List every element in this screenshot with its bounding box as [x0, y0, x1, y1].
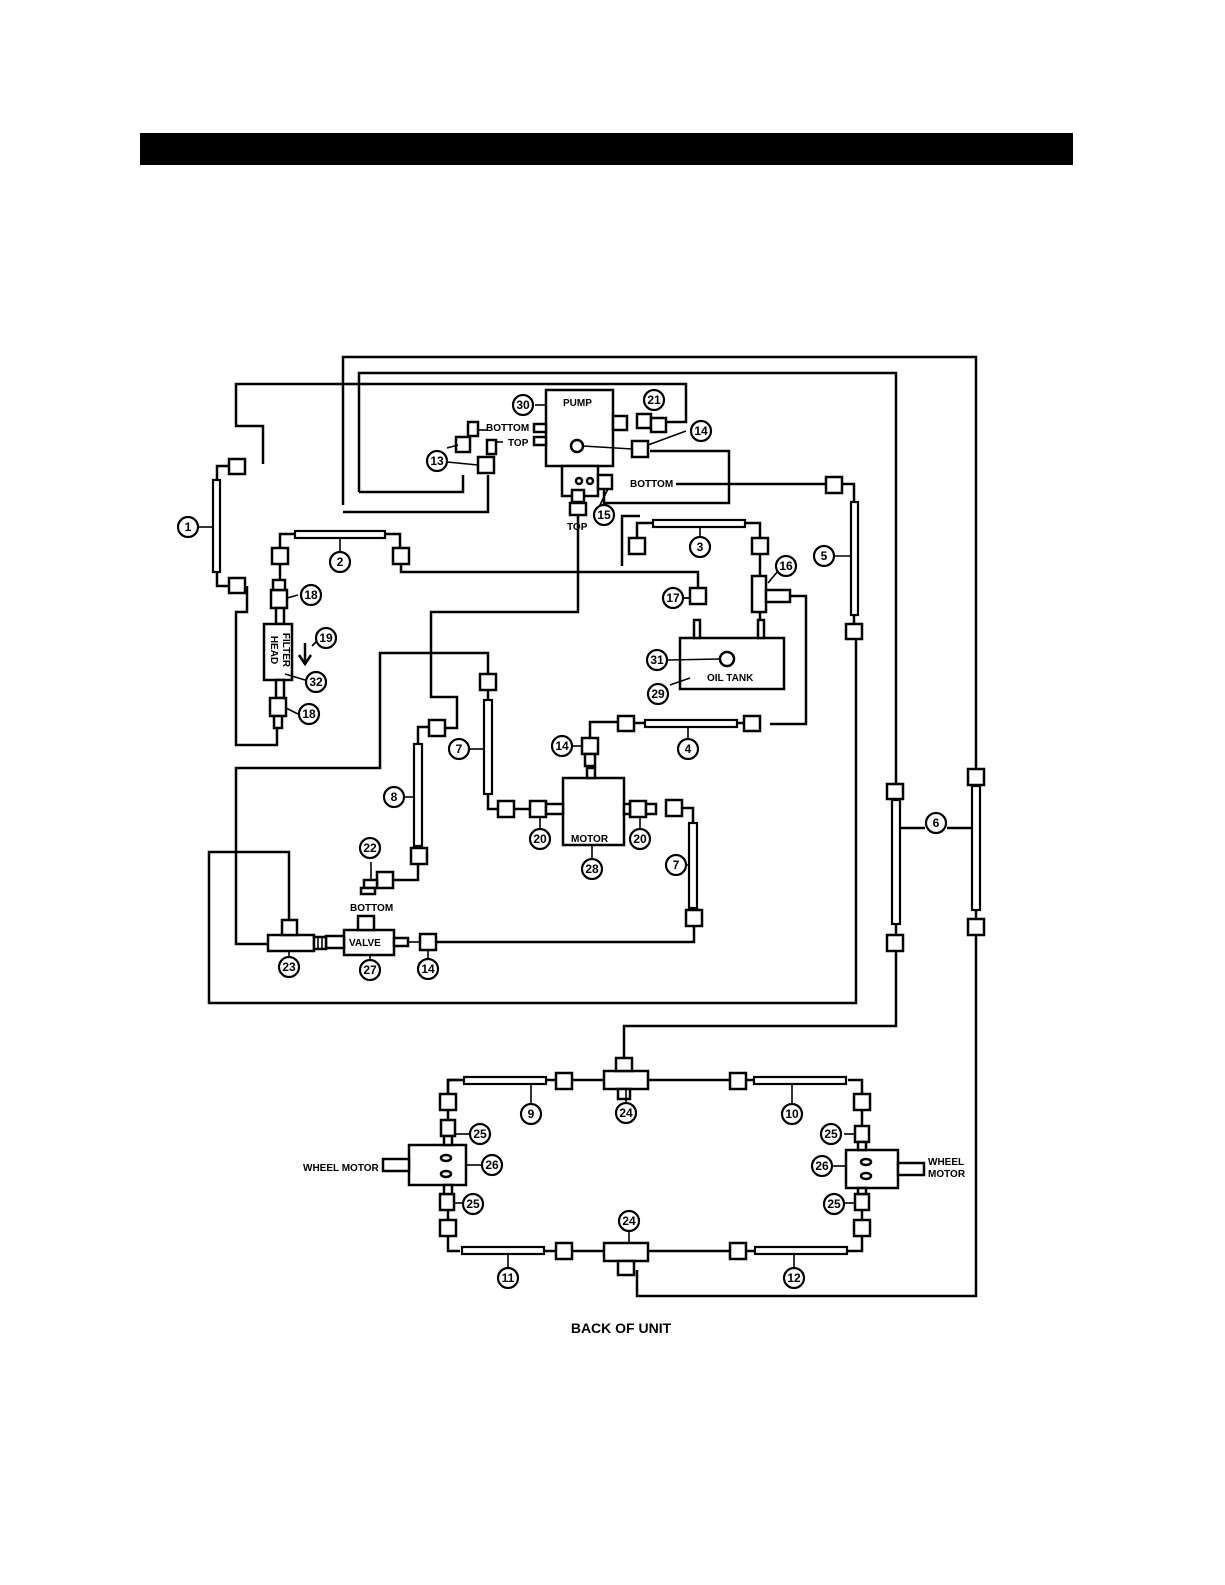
fitting-18b [270, 698, 286, 716]
callout-31: 31 [650, 653, 664, 667]
callout-15: 15 [597, 508, 611, 522]
hose-12 [755, 1247, 847, 1254]
callout-25-lower-left: 25 [466, 1197, 480, 1211]
hose-3 [653, 520, 745, 527]
hose-10 [754, 1077, 846, 1084]
hose-11 [462, 1247, 544, 1254]
pump-outlet [571, 440, 583, 452]
callout-26-left: 26 [485, 1158, 499, 1172]
fitting-22 [377, 872, 393, 888]
callout-16: 16 [779, 559, 793, 573]
callout-10: 10 [785, 1107, 799, 1121]
callout-7-upper: 7 [456, 742, 463, 756]
callout-32: 32 [309, 675, 323, 689]
fitting-16 [752, 576, 766, 612]
callout-25-upper-right: 25 [824, 1127, 838, 1141]
callout-8: 8 [391, 790, 398, 804]
callout-3: 3 [697, 540, 704, 554]
callout-29: 29 [651, 687, 665, 701]
callout-18-upper: 18 [304, 588, 318, 602]
hose-5 [851, 502, 858, 615]
fitting-17 [690, 588, 706, 604]
hose-1 [213, 480, 220, 572]
callout-24-bottom: 24 [622, 1214, 636, 1228]
pump-port-top-label: TOP [567, 522, 588, 533]
hose-4 [645, 720, 737, 727]
callout-25-upper-left: 25 [473, 1127, 487, 1141]
oil-tank-cap [720, 652, 734, 666]
callout-2: 2 [337, 555, 344, 569]
callout-20-right: 20 [633, 832, 647, 846]
callout-23: 23 [282, 960, 296, 974]
callout-11: 11 [502, 1271, 515, 1285]
fitting-14-motor [582, 738, 598, 754]
callout-4: 4 [685, 742, 692, 756]
fitting-13b [478, 457, 494, 473]
hose-7b [689, 823, 697, 908]
callout-14-pump: 14 [694, 424, 708, 438]
callout-24-top: 24 [619, 1106, 633, 1120]
callout-17: 17 [666, 591, 680, 605]
motor-label: MOTOR [571, 834, 609, 845]
tee-24-bottom [604, 1243, 648, 1261]
wheel-motor-right-label-2: MOTOR [928, 1169, 966, 1180]
tee-24-top [604, 1071, 648, 1089]
callout-6: 6 [933, 816, 940, 830]
fitting-14-pump [632, 441, 648, 457]
fitting-21 [637, 414, 651, 428]
valve-bottom-label: BOTTOM [350, 903, 393, 914]
callout-27: 27 [363, 963, 377, 977]
valve-label: VALVE [349, 938, 381, 949]
pump-bottom-label: BOTTOM [486, 423, 529, 434]
filter-head-label-1: FILTER [280, 633, 291, 668]
callout-7-lower: 7 [673, 858, 680, 872]
fitting-13a [456, 437, 470, 452]
callout-25-lower-right: 25 [827, 1197, 841, 1211]
callout-13: 13 [430, 454, 444, 468]
callout-14-motor: 14 [555, 739, 569, 753]
fitting-18a [271, 590, 287, 608]
fitting-20b [630, 801, 646, 817]
callout-21: 21 [647, 393, 661, 407]
pump-port-top [534, 437, 546, 445]
pump-port-bottom [534, 424, 546, 432]
callout-30: 30 [516, 398, 530, 412]
fitting-14-valve [420, 934, 436, 950]
callout-26-right: 26 [815, 1159, 829, 1173]
hose-8 [414, 744, 422, 846]
hose-6b [972, 786, 980, 910]
wheel-motor-left [409, 1145, 466, 1185]
pump-right-port [613, 416, 627, 430]
hose-6a [892, 800, 900, 924]
hose-2 [295, 531, 385, 538]
pump-label: PUMP [563, 398, 592, 409]
callout-28: 28 [585, 862, 599, 876]
callout-9: 9 [528, 1107, 535, 1121]
hose-9 [464, 1077, 546, 1084]
callout-1: 1 [185, 520, 192, 534]
callout-22: 22 [363, 841, 377, 855]
callout-19: 19 [319, 631, 333, 645]
wheel-motor-right [846, 1150, 898, 1188]
filter-head-label-2: HEAD [268, 636, 279, 664]
pump-port-bottom-label: BOTTOM [630, 479, 673, 490]
callout-18-lower: 18 [302, 707, 316, 721]
pump-top-fitting [572, 490, 584, 502]
tee-23 [268, 935, 314, 951]
back-of-unit-caption: BACK OF UNIT [571, 1320, 672, 1336]
pump-bottom-fitting [598, 475, 612, 489]
callout-12: 12 [787, 1271, 801, 1285]
wheel-motor-left-label: WHEEL MOTOR [303, 1163, 380, 1174]
fitting-20a [530, 801, 546, 817]
wheel-motor-right-label-1: WHEEL [928, 1157, 964, 1168]
oil-tank-label: OIL TANK [707, 673, 754, 684]
callout-14-valve: 14 [421, 962, 435, 976]
callout-5: 5 [821, 549, 828, 563]
hose-7a [484, 700, 492, 794]
components: FILTER HEAD OIL TANK MOTOR [264, 554, 966, 1275]
pump-top-label: TOP [508, 438, 529, 449]
callout-20-left: 20 [533, 832, 547, 846]
